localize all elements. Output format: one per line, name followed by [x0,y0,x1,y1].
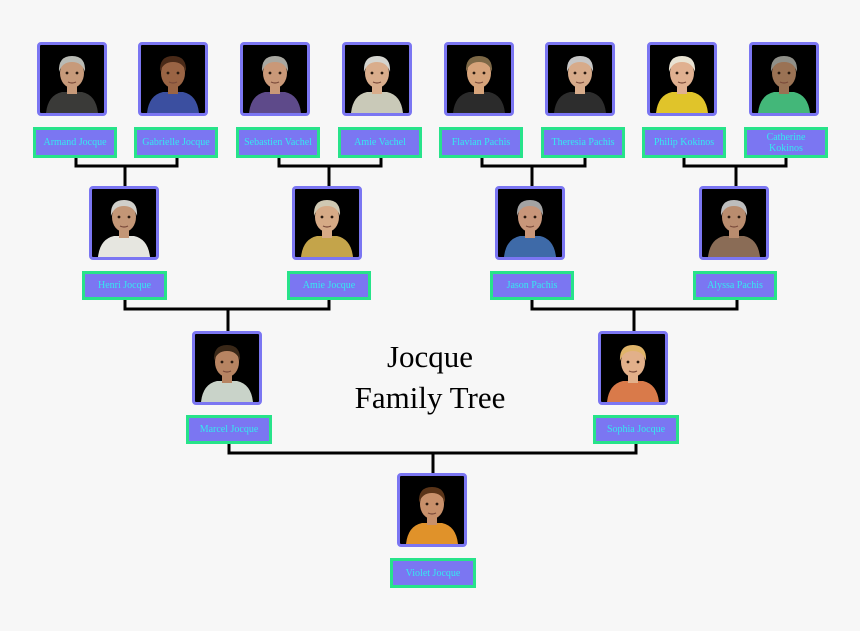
avatar-illustration [351,56,403,113]
connector-henri-amie [123,298,331,333]
avatar-illustration [607,345,659,402]
avatar-illustration [554,56,606,113]
connector-sebastien-amie [277,156,383,188]
name-label-sebastien: Sebastien Vachel [236,127,320,158]
portrait-alyssa [699,186,769,260]
tree-title-line2: Family Tree [354,380,506,415]
avatar-illustration [656,56,708,113]
name-label-amie-vachel: Amie Vachel [338,127,422,158]
portrait-henri [89,186,159,260]
name-label-philip: Philip Kokinos [642,127,726,158]
avatar-illustration [249,56,301,113]
portrait-amie-jocque [292,186,362,260]
connector-armand-gabrielle [74,156,179,188]
name-label-gabrielle: Gabrielle Jocque [134,127,218,158]
avatar-illustration [201,345,253,402]
avatar-illustration [708,200,760,257]
avatar-illustration [758,56,810,113]
avatar-illustration [147,56,199,113]
portrait-catherine [749,42,819,116]
avatar-illustration [46,56,98,113]
name-label-armand: Armand Jocque [33,127,117,158]
portrait-amie-vachel [342,42,412,116]
portrait-jason [495,186,565,260]
avatar-illustration [504,200,556,257]
avatar-illustration [301,200,353,257]
connector-marcel-sophia [227,442,638,475]
portrait-sebastien [240,42,310,116]
avatar-illustration [406,487,458,544]
avatar-illustration [98,200,150,257]
name-label-sophia: Sophia Jocque [593,415,679,444]
tree-title-line1: Jocque [386,339,474,374]
name-label-catherine: Catherine Kokinos [744,127,828,158]
name-label-marcel: Marcel Jocque [186,415,272,444]
name-label-violet: Violet Jocque [390,558,476,588]
name-label-alyssa: Alyssa Pachis [693,271,777,300]
connector-philip-catherine [682,156,788,188]
portrait-philip [647,42,717,116]
name-label-henri: Henri Jocque [82,271,167,300]
portrait-sophia [598,331,668,405]
connector-jason-alyssa [530,298,739,333]
name-label-jason: Jason Pachis [490,271,574,300]
portrait-violet [397,473,467,547]
connector-flavian-theresia [480,156,587,188]
portrait-theresia [545,42,615,116]
portrait-gabrielle [138,42,208,116]
name-label-amie-jocque: Amie Jocque [287,271,371,300]
name-label-theresia: Theresia Pachis [541,127,625,158]
portrait-armand [37,42,107,116]
name-label-flavian: Flavian Pachis [439,127,523,158]
portrait-marcel [192,331,262,405]
portrait-flavian [444,42,514,116]
avatar-illustration [453,56,505,113]
